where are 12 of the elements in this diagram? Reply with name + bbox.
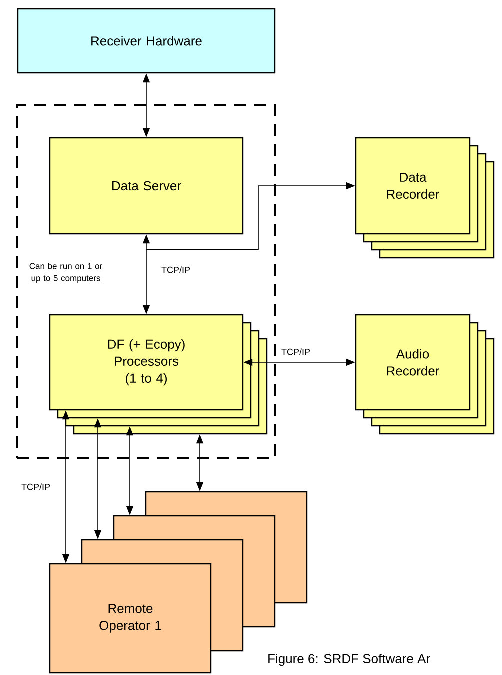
- stacked-boxes: DF (+ Ecopy) Processors (1 to 4): [49, 314, 268, 435]
- figure-caption: Figure 6: SRDF Software Ar: [268, 654, 430, 666]
- dashed-group-box: [16, 104, 276, 459]
- stacked-boxes: Data Recorder: [355, 137, 495, 259]
- process-box: Receiver Hardware: [17, 8, 276, 74]
- stacked-boxes: Audio Recorder: [355, 314, 495, 435]
- edge-label: TCP/IP: [282, 348, 310, 356]
- process-box: Data Server: [49, 137, 244, 235]
- process-box: Remote Operator 1: [49, 563, 212, 674]
- edge-label: TCP/IP: [22, 484, 50, 490]
- edge-label: TCP/IP: [162, 266, 190, 274]
- note-text: Can be run on 1 or up to 5 computers: [30, 263, 102, 283]
